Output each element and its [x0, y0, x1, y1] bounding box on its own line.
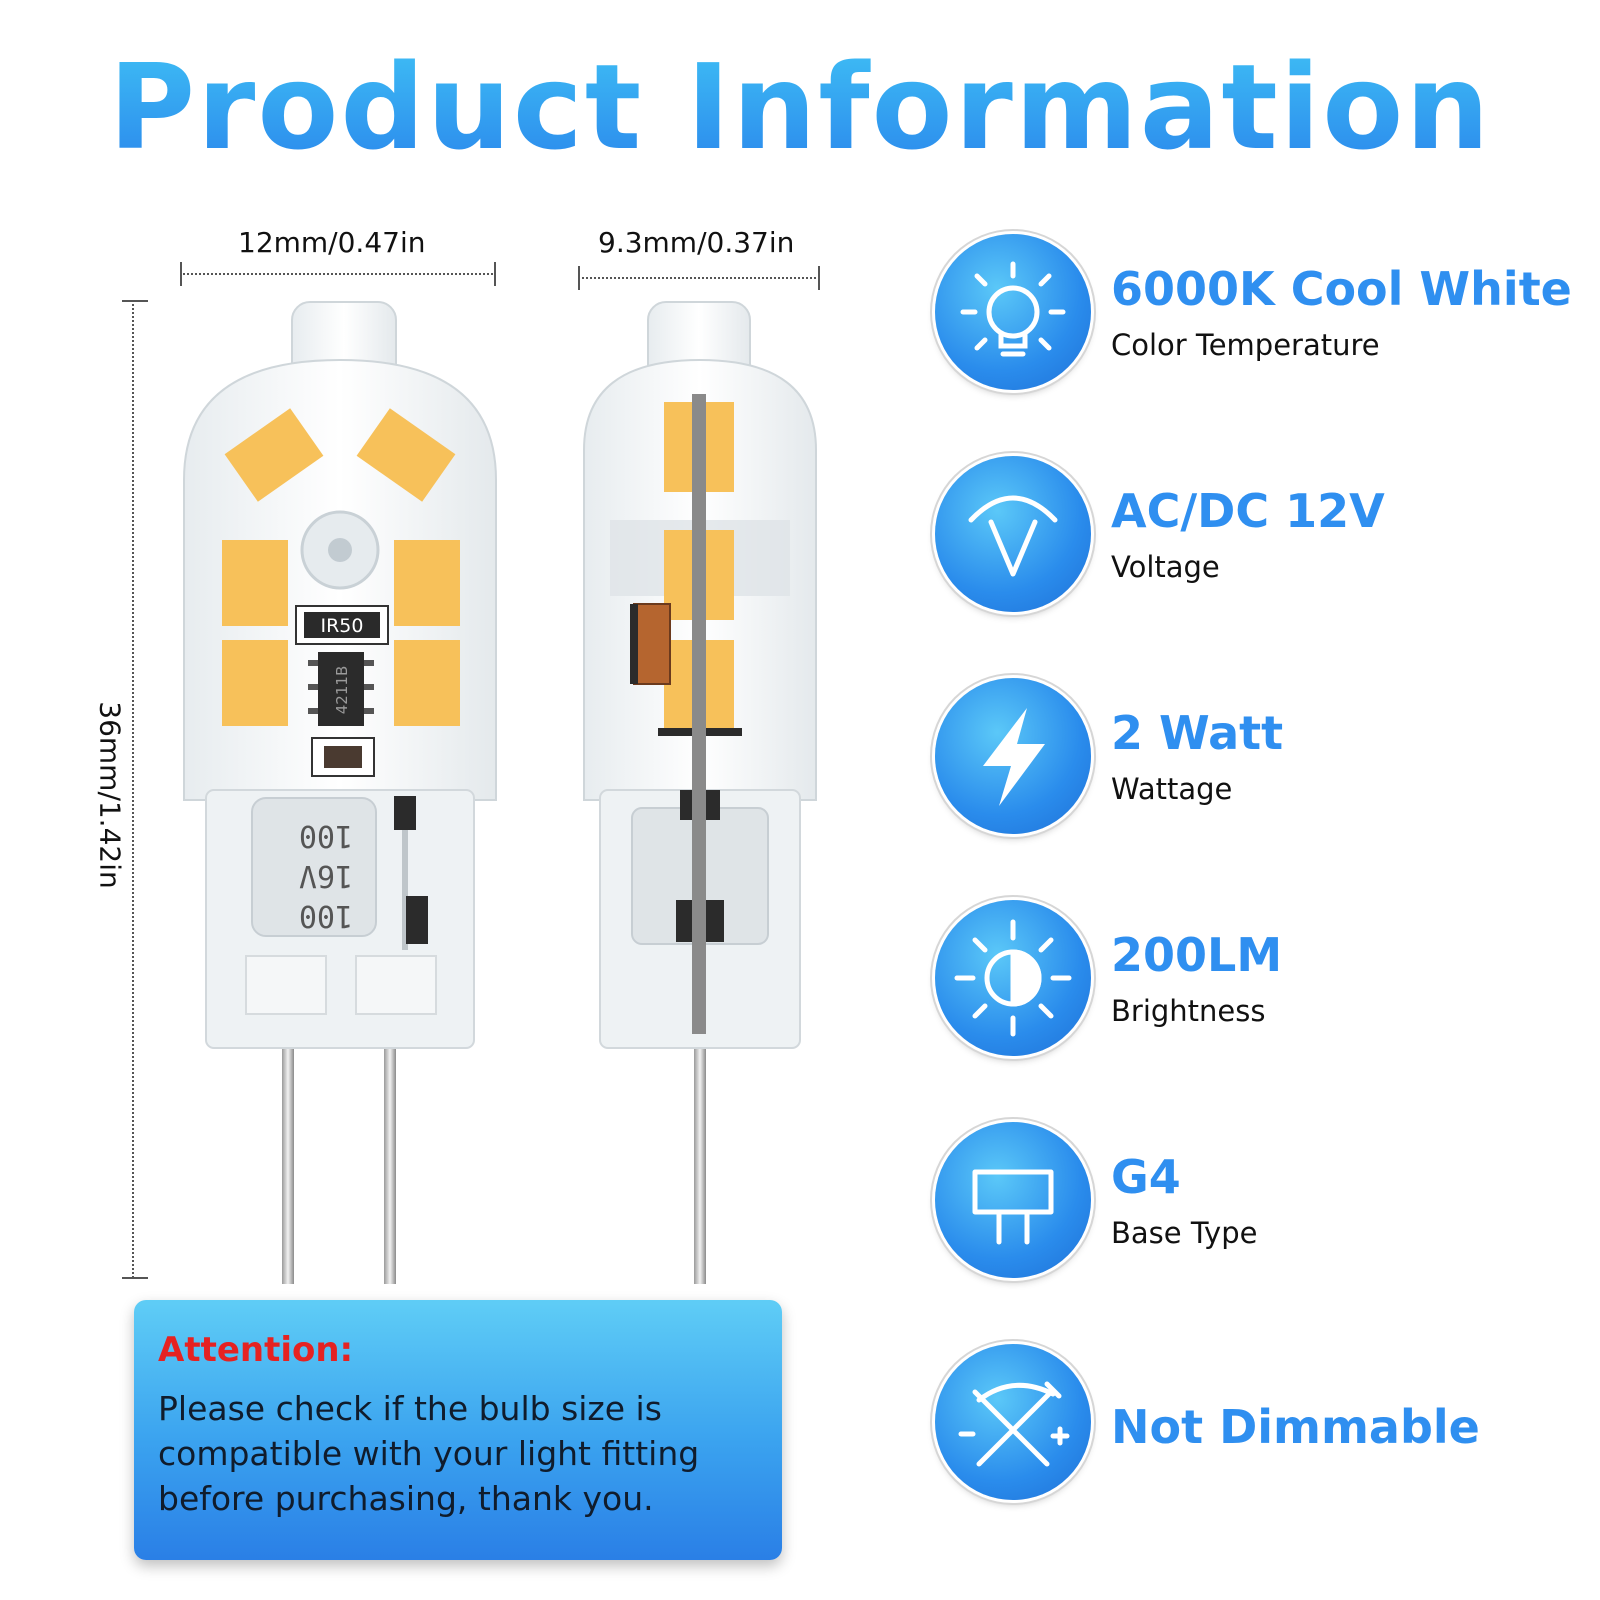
spec-label: Color Temperature — [1111, 328, 1380, 362]
front-bulb: IR50 4211B 100 16V 100 — [183, 301, 497, 1284]
height-line — [132, 300, 134, 1278]
width-side-label: 9.3mm/0.37in — [598, 226, 795, 259]
spec-dimmable: Not Dimmable — [935, 1344, 1575, 1504]
width-side-tick-left — [578, 266, 580, 290]
spec-value: 6000K Cool White — [1111, 262, 1572, 316]
spec-value: AC/DC 12V — [1111, 484, 1385, 538]
front-led-top-right — [356, 408, 456, 502]
width-front-tick-right — [494, 262, 496, 286]
front-capacitor-marking-2: 16V — [299, 858, 353, 893]
front-diode-bottom — [406, 896, 428, 944]
voltage-icon — [935, 456, 1091, 612]
attention-box: Attention: Please check if the bulb size… — [134, 1300, 782, 1560]
front-capacitor-marking-3: 100 — [299, 898, 353, 933]
width-front-tick-left — [180, 262, 182, 286]
attention-text: Please check if the bulb size is compati… — [158, 1389, 700, 1518]
width-side-line — [578, 277, 820, 279]
height-tick-top — [122, 300, 148, 302]
side-pin — [694, 1040, 706, 1284]
dimmer-cross-icon — [935, 1344, 1091, 1500]
spec-color-temperature: 6000K Cool White Color Temperature — [935, 234, 1575, 394]
spec-label: Brightness — [1111, 994, 1266, 1028]
front-pin-right — [384, 1040, 396, 1284]
side-bulb — [583, 301, 817, 1284]
front-base-pad-right — [355, 955, 437, 1015]
front-led-right-2 — [394, 640, 460, 726]
attention-title: Attention: — [158, 1330, 354, 1370]
brightness-icon — [935, 900, 1091, 1056]
spec-value: 2 Watt — [1111, 706, 1284, 760]
side-coil — [633, 603, 671, 685]
width-front-label: 12mm/0.47in — [238, 226, 426, 259]
spec-voltage: AC/DC 12V Voltage — [935, 456, 1575, 616]
front-resistor-marking: IR50 — [321, 615, 364, 637]
spec-value: G4 — [1111, 1150, 1181, 1204]
spec-value: Not Dimmable — [1111, 1400, 1480, 1454]
front-pin-left — [282, 1040, 294, 1284]
spec-value: 200LM — [1111, 928, 1283, 982]
side-lead-wire — [692, 394, 706, 1034]
front-capacitor — [251, 797, 377, 937]
front-capacitor-marking-1: 100 — [299, 818, 353, 853]
page-title: Product Information — [0, 38, 1600, 176]
spec-wattage: 2 Watt Wattage — [935, 678, 1575, 838]
light-bulb-icon — [935, 234, 1091, 390]
front-diode-top — [394, 796, 416, 830]
spec-label: Wattage — [1111, 772, 1233, 806]
front-led-top-left — [224, 408, 324, 502]
base-pins-icon — [935, 1122, 1091, 1278]
spec-brightness: 200LM Brightness — [935, 900, 1575, 1060]
front-led-left-2 — [222, 640, 288, 726]
spec-label: Voltage — [1111, 550, 1220, 584]
width-side-tick-right — [818, 266, 820, 290]
front-led-left-1 — [222, 540, 288, 626]
lightning-bolt-icon — [935, 678, 1091, 834]
spec-base-type: G4 Base Type — [935, 1122, 1575, 1282]
front-led-right-1 — [394, 540, 460, 626]
height-tick-bottom — [122, 1277, 148, 1279]
front-chip-marking: 4211B — [333, 666, 351, 714]
front-chip — [318, 652, 364, 726]
spec-label: Base Type — [1111, 1216, 1258, 1250]
front-base-pad-left — [245, 955, 327, 1015]
width-front-line — [180, 273, 496, 275]
